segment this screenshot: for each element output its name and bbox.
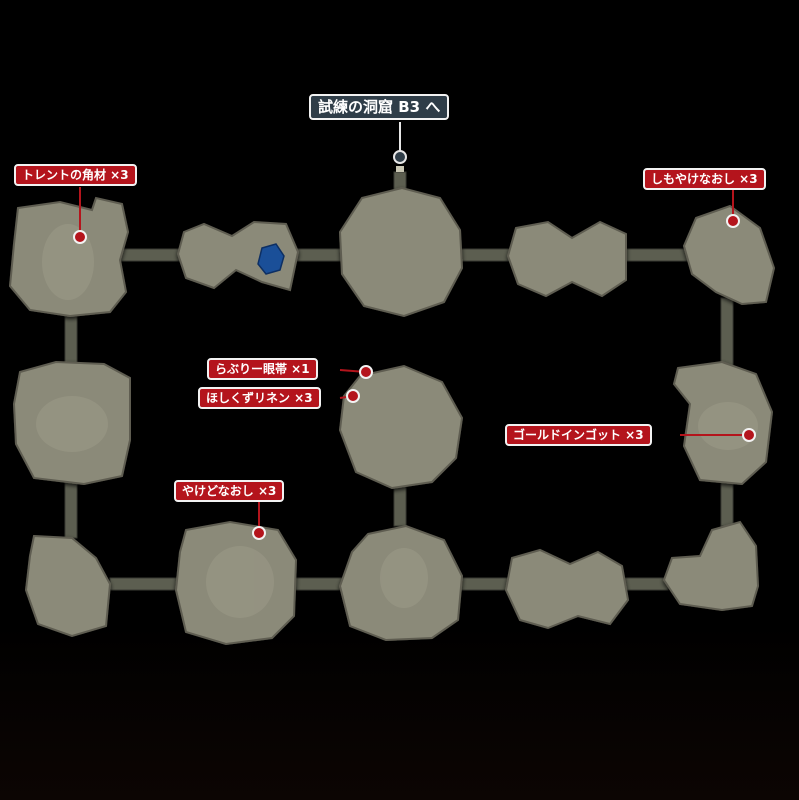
item-label-trent-lumber: トレントの角材 ×3 [14,164,137,186]
corridor [456,248,514,262]
floor-patch [36,396,108,452]
item-marker [73,230,87,244]
item-marker [346,389,360,403]
corridor [720,297,734,371]
corridors [64,171,734,591]
item-markers [73,214,756,540]
floor-patch [206,546,274,618]
item-marker [742,428,756,442]
corridor [720,477,734,527]
rooms [8,186,776,646]
item-marker [359,365,373,379]
item-marker [252,526,266,540]
corridor [457,577,511,591]
pond [257,243,285,275]
corridor [64,312,78,366]
floor-patch [380,548,428,608]
floor-patch [698,402,758,450]
exit-pin [393,122,407,172]
room-northeast-corner [682,204,776,306]
item-label-gold-ingot: ゴールドインゴット ×3 [505,424,652,446]
room-center [338,364,464,490]
corridor [623,577,669,591]
corridor [119,248,183,262]
room-south-east [504,548,630,630]
room-southeast-corner [662,520,760,612]
item-label-rabbit-eyepatch: らぶりー眼帯 ×1 [207,358,318,380]
item-label-yakedo: やけどなおし ×3 [174,480,285,502]
item-label-dried-linen: ほしくずリネン ×3 [198,387,321,409]
item-label-shimoyake: しもやけなおし ×3 [643,168,766,190]
room-southwest [24,534,112,638]
corridor [109,577,183,591]
corridor [623,248,689,262]
item-marker [726,214,740,228]
exit-label: 試練の洞窟 B3 へ [309,94,450,120]
corridor [293,248,345,262]
room-north-central [338,186,464,318]
corridor [64,477,78,539]
room-north-east [506,220,627,298]
